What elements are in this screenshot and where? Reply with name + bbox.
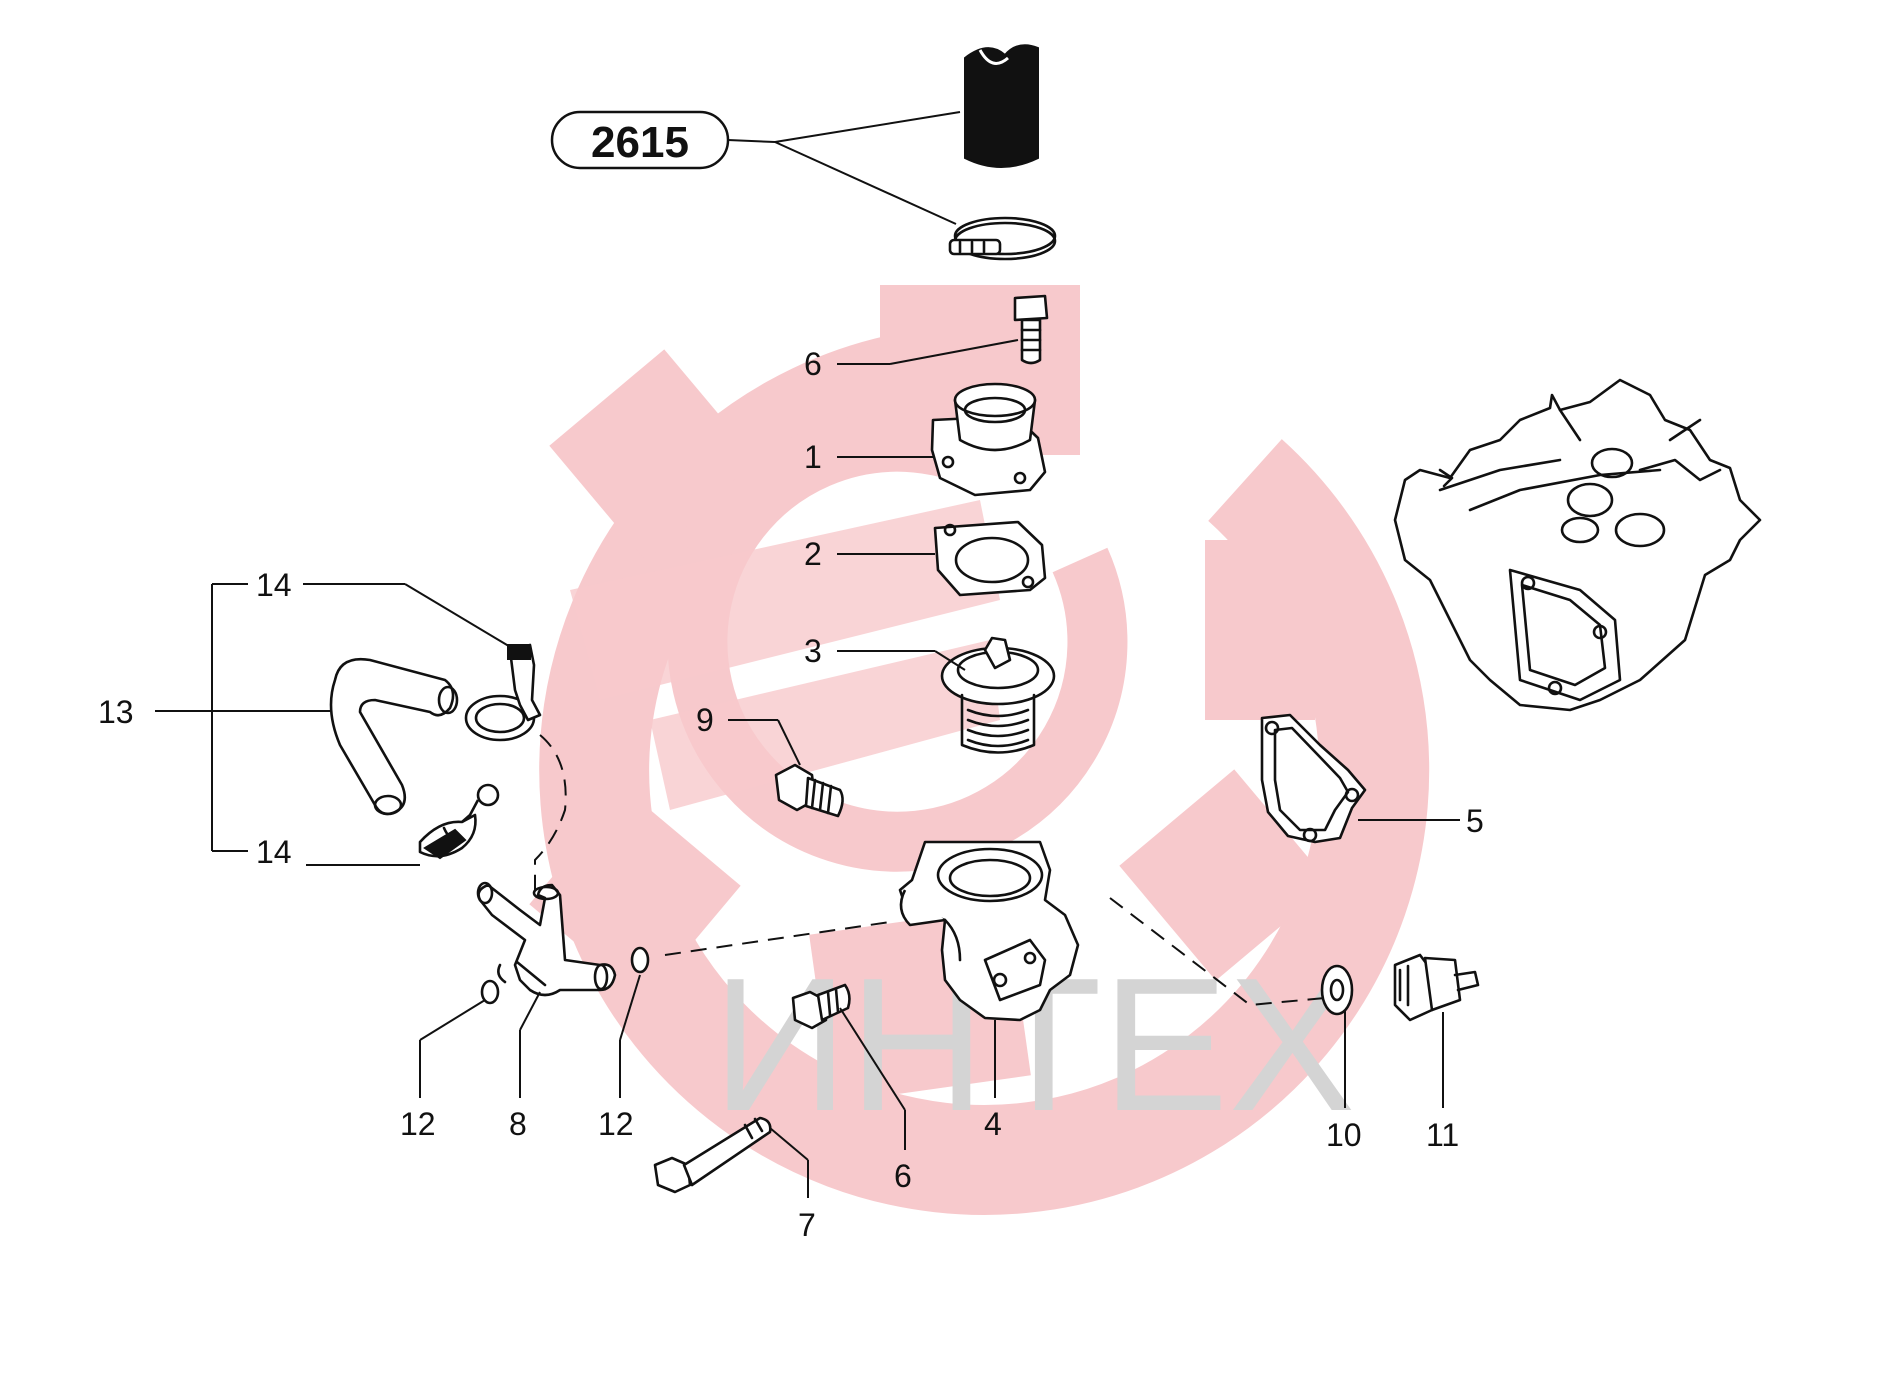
part-4-thermostat-housing[interactable] <box>898 840 1080 1022</box>
part-10-washer[interactable] <box>1320 964 1354 1016</box>
part-1-thermostat-cover[interactable] <box>930 382 1047 497</box>
callout-3[interactable]: 3 <box>804 633 822 669</box>
part-14-hose-clamp-lower[interactable] <box>418 783 500 860</box>
assembly-dashed-lines <box>534 734 1326 1007</box>
watermark: ИНТЕХ <box>529 285 1430 1215</box>
callout-4[interactable]: 4 <box>984 1106 1002 1142</box>
part-12-o-ring-left[interactable] <box>480 979 500 1005</box>
callout-14-upper[interactable]: 14 <box>256 567 292 603</box>
callout-11[interactable]: 11 <box>1426 1117 1459 1153</box>
callout-5[interactable]: 5 <box>1466 803 1484 839</box>
callout-12-left[interactable]: 12 <box>400 1106 436 1142</box>
group-2615: 2615 <box>550 44 1057 261</box>
part-14-hose-clamp-upper[interactable] <box>464 643 542 742</box>
callout-13[interactable]: 13 <box>98 694 134 730</box>
callout-6-lower[interactable]: 6 <box>894 1158 912 1194</box>
part-5-housing-gasket[interactable] <box>1260 713 1367 844</box>
hose-section-icon <box>964 44 1039 168</box>
part-7-long-bolt[interactable] <box>653 1116 772 1194</box>
hose-clamp-icon <box>948 216 1057 261</box>
callout-12-right[interactable]: 12 <box>598 1106 634 1142</box>
part-3-thermostat[interactable] <box>940 636 1056 754</box>
callout-7[interactable]: 7 <box>798 1207 816 1243</box>
part-8-water-pipe-fitting[interactable] <box>476 881 617 997</box>
part-6-upper-bolt[interactable] <box>1013 294 1049 365</box>
part-13-bypass-hose[interactable] <box>329 657 459 816</box>
callout-14-lower[interactable]: 14 <box>256 834 292 870</box>
part-12-o-ring-right[interactable] <box>630 946 650 974</box>
callout-2[interactable]: 2 <box>804 536 822 572</box>
part-11-temperature-sensor[interactable] <box>1393 953 1480 1022</box>
part-2-gasket[interactable] <box>933 520 1047 597</box>
part-6-lower-bolt[interactable] <box>791 983 851 1030</box>
callout-9[interactable]: 9 <box>696 702 714 738</box>
callout-10[interactable]: 10 <box>1326 1117 1362 1153</box>
callout-8[interactable]: 8 <box>509 1106 527 1142</box>
callout-6-upper[interactable]: 6 <box>804 346 822 382</box>
callout-1[interactable]: 1 <box>804 439 822 475</box>
group-label-text: 2615 <box>591 118 689 167</box>
callout-bracket <box>211 583 248 852</box>
engine-block-outline <box>1393 378 1762 712</box>
part-9-plug[interactable] <box>774 763 844 818</box>
watermark-gear-icon <box>529 285 1430 1215</box>
